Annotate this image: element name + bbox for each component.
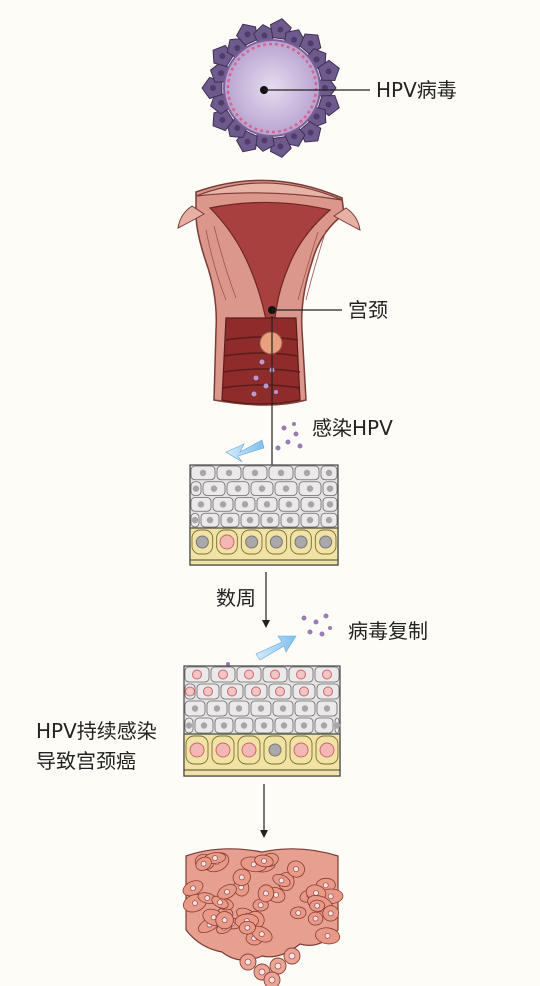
virus-label: HPV病毒 — [376, 78, 457, 102]
uterus-cervix-illustration — [177, 179, 361, 406]
cervix-label: 宫颈 — [348, 298, 388, 322]
down-arrow-2 — [260, 784, 268, 838]
persistent-infection-label: HPV持续感染 — [36, 719, 157, 743]
weeks-label: 数周 — [216, 586, 256, 610]
epithelium-replication-illustration — [183, 665, 341, 777]
infection-label: 感染HPV — [312, 416, 393, 440]
epithelium-early-illustration — [189, 464, 339, 566]
replication-arrow-icon — [255, 635, 297, 661]
infection-particles — [275, 422, 303, 451]
causes-cervical-cancer-label: 导致宫颈癌 — [36, 749, 136, 773]
replication-label: 病毒复制 — [348, 619, 428, 643]
leader-lines — [260, 86, 370, 466]
cancer-tissue-illustration — [182, 848, 344, 986]
down-arrow-1 — [262, 572, 270, 628]
replication-particles — [218, 613, 332, 674]
infection-arrow-icon — [225, 439, 265, 463]
hpv-virus-illustration — [201, 18, 340, 158]
